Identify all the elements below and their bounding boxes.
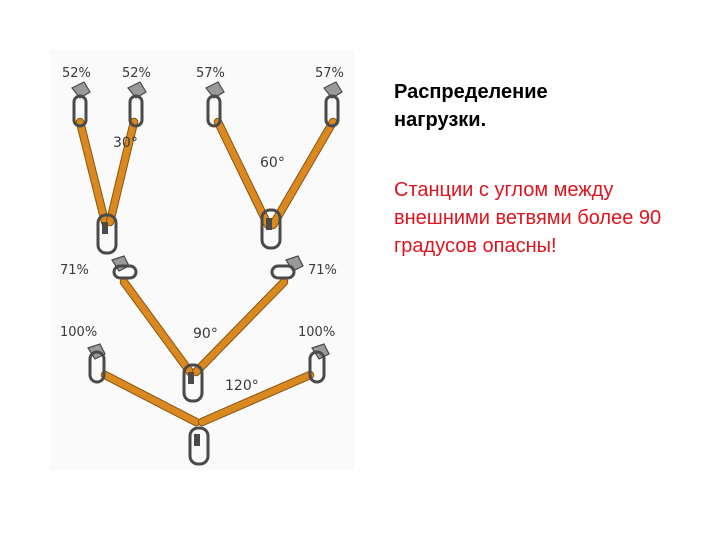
anchor-right-icon (270, 255, 304, 280)
master-carabiner-icon (260, 208, 282, 250)
load-label-right: 57% (315, 66, 344, 81)
load-label-right: 71% (308, 263, 337, 278)
load-label-left: 52% (62, 66, 91, 81)
load-label-left: 71% (60, 263, 89, 278)
text-panel: Распределение нагрузки. Станции с углом … (394, 78, 694, 260)
station-60-degrees: 57% 57% 60° (196, 66, 344, 250)
station-30-degrees: 52% 52% 30° (62, 66, 151, 255)
slide-heading: Распределение нагрузки. (394, 81, 548, 131)
station-120-degrees: 100% 100% 120° (60, 325, 335, 466)
master-carabiner-icon (182, 363, 204, 403)
load-label-right: 100% (298, 325, 335, 340)
anchor-left-icon (111, 255, 138, 280)
anchor-left-icon (205, 81, 225, 128)
load-distribution-diagram: 52% 52% 30° 57% 57% 60° (50, 50, 355, 470)
load-label-left: 100% (60, 325, 97, 340)
anchor-right-icon (323, 81, 343, 128)
angle-label: 90° (193, 326, 218, 342)
load-label-left: 57% (196, 66, 225, 81)
angle-label: 120° (225, 378, 259, 394)
angle-label: 30° (113, 135, 138, 151)
anchor-right-icon (127, 81, 147, 128)
anchor-left-icon (87, 343, 106, 384)
master-carabiner-icon (188, 426, 210, 466)
anchor-left-icon (71, 81, 91, 128)
angle-label: 60° (260, 155, 285, 171)
station-90-degrees: 71% 71% 90° (60, 255, 337, 403)
anchor-right-icon (308, 343, 330, 384)
warning-text: Станции с углом между внешними ветвями б… (394, 179, 662, 257)
master-carabiner-icon (96, 213, 118, 255)
load-label-right: 52% (122, 66, 151, 81)
